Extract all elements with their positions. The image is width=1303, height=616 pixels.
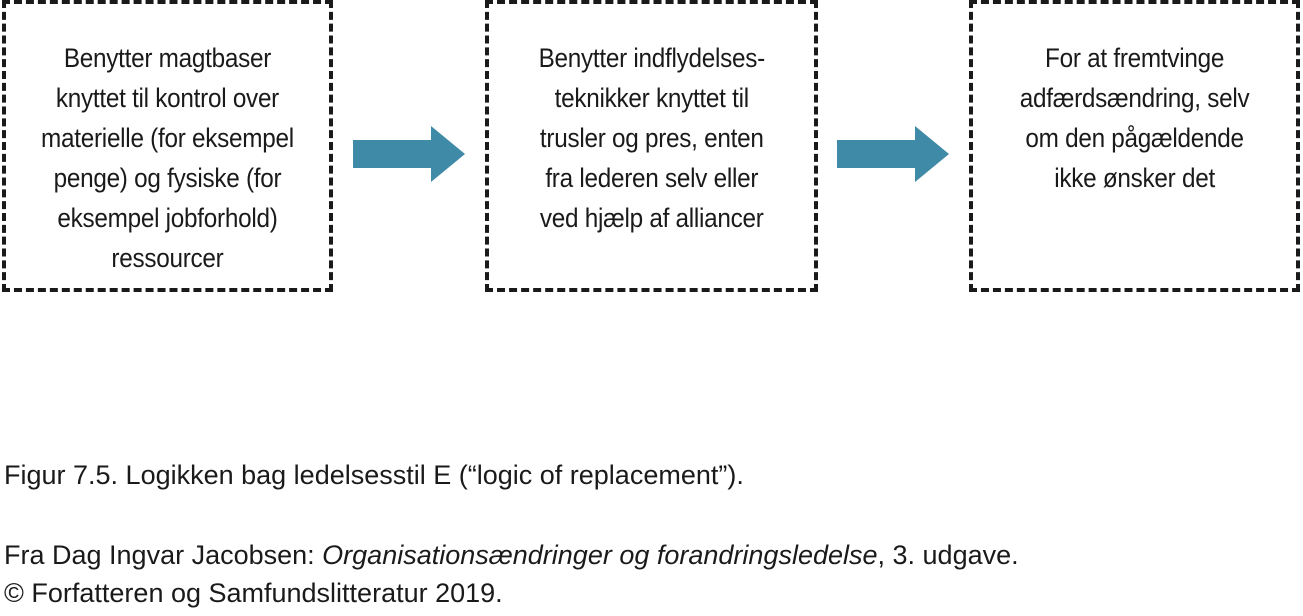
source-title: Organisationsændringer og forandringsled… xyxy=(322,540,878,570)
figure-caption: Figur 7.5. Logikken bag ledelsesstil E (… xyxy=(4,460,744,490)
box-force-behavior-change-text: For at fremtvinge adfærdsændring, selv o… xyxy=(1019,43,1250,193)
source-suffix: , 3. udgave. xyxy=(877,540,1019,570)
copyright-line: © Forfatteren og Samfundslitteratur 2019… xyxy=(4,578,503,608)
arrow-right-icon xyxy=(837,126,949,182)
box-influence-techniques-text: Benytter indflydelses- teknikker knyttet… xyxy=(538,43,765,233)
box-power-bases: Benytter magtbaser knyttet til kontrol o… xyxy=(2,0,333,292)
arrow-right-icon xyxy=(353,126,465,182)
box-power-bases-text: Benytter magtbaser knyttet til kontrol o… xyxy=(41,43,294,273)
box-influence-techniques: Benytter indflydelses- teknikker knyttet… xyxy=(485,0,818,292)
source-prefix: Fra Dag Ingvar Jacobsen: xyxy=(4,540,323,570)
source-line: Fra Dag Ingvar Jacobsen: Organisationsæn… xyxy=(4,538,1019,572)
box-force-behavior-change: For at fremtvinge adfærdsændring, selv o… xyxy=(969,0,1300,292)
